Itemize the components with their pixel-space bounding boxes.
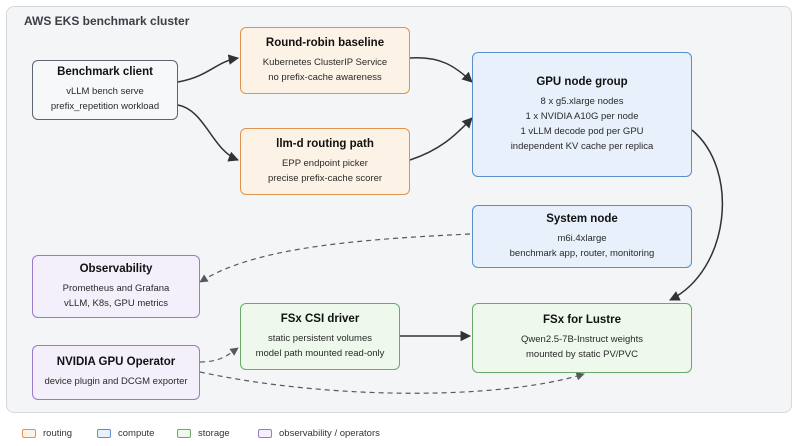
cluster-title: AWS EKS benchmark cluster [24, 14, 190, 28]
node-line: vLLM bench serve [66, 86, 144, 97]
legend-swatch [258, 429, 272, 438]
node-benchmark-client: Benchmark client vLLM bench serve prefix… [32, 60, 178, 120]
node-line: Qwen2.5-7B-Instruct weights [521, 334, 643, 345]
legend-label: storage [198, 428, 230, 439]
legend-item-compute: compute [97, 428, 154, 439]
legend-swatch [22, 429, 36, 438]
node-line: vLLM, K8s, GPU metrics [64, 297, 168, 309]
edge-client-to-llmd [177, 104, 239, 162]
node-line: precise prefix-cache scorer [267, 172, 383, 184]
node-line: no prefix-cache awareness [268, 71, 382, 83]
node-line: Prometheus and Grafana [62, 282, 170, 294]
node-title: NVIDIA GPU Operator [56, 356, 176, 368]
node-fsx-for-lustre: FSx for Lustre Qwen2.5-7B-Instruct weigh… [472, 303, 692, 373]
node-system-node: System node m6i.4xlarge benchmark app, r… [472, 205, 692, 268]
node-line: independent KV cache per replica [510, 140, 654, 152]
node-title: GPU node group [536, 75, 628, 88]
legend-swatch [177, 429, 191, 438]
node-title: Round-robin baseline [265, 36, 385, 49]
legend-item-observability-operators: observability / operators [258, 428, 380, 439]
node-gpu-node-group: GPU node group 8 x g5.xlarge nodes 1 x N… [472, 52, 692, 177]
node-fsx-csi-driver: FSx CSI driver static persistent volumes… [240, 303, 400, 370]
legend-item-storage: storage [177, 428, 230, 439]
node-line: Kubernetes ClusterIP Service [262, 56, 388, 68]
node-title: FSx CSI driver [280, 312, 360, 325]
node-nvidia-gpu-operator: NVIDIA GPU Operator device plugin and DC… [32, 345, 200, 400]
edge-gpu-to-fsx-lustre [669, 129, 724, 301]
node-line: benchmark app, router, monitoring [509, 247, 655, 259]
node-line: static persistent volumes [267, 332, 372, 344]
node-line: mounted by static PV/PVC [526, 349, 638, 360]
edge-round-robin-to-gpu [409, 57, 473, 83]
edge-system-to-observability [199, 233, 471, 283]
legend-label: observability / operators [279, 428, 380, 439]
node-line: 1 vLLM decode pod per GPU [520, 125, 644, 137]
node-line: EPP endpoint picker [282, 157, 368, 169]
node-line: prefix_repetition workload [50, 101, 160, 112]
node-llmd-routing-path: llm-d routing path EPP endpoint picker p… [240, 128, 410, 195]
node-line: model path mounted read-only [255, 347, 385, 359]
node-observability: Observability Prometheus and Grafana vLL… [32, 255, 200, 318]
legend-swatch [97, 429, 111, 438]
edge-llmd-to-gpu [409, 117, 473, 161]
node-title: System node [546, 212, 618, 225]
node-line: m6i.4xlarge [557, 232, 607, 244]
node-title: Benchmark client [57, 66, 153, 78]
edge-gpu-operator-to-fsx-csi [199, 347, 239, 363]
node-line: device plugin and DCGM exporter [44, 376, 188, 387]
edge-gpu-operator-to-fsx-lustre [199, 371, 585, 394]
legend-label: routing [43, 428, 73, 439]
node-line: 1 x NVIDIA A10G per node [525, 110, 639, 122]
node-title: llm-d routing path [276, 137, 374, 150]
node-line: 8 x g5.xlarge nodes [540, 95, 624, 107]
legend-item-routing: routing [22, 428, 72, 439]
edge-client-to-round-robin [177, 54, 240, 83]
node-title: Observability [79, 262, 153, 275]
node-title: FSx for Lustre [543, 314, 621, 326]
legend-label: compute [118, 428, 155, 439]
node-round-robin-baseline: Round-robin baseline Kubernetes ClusterI… [240, 27, 410, 94]
